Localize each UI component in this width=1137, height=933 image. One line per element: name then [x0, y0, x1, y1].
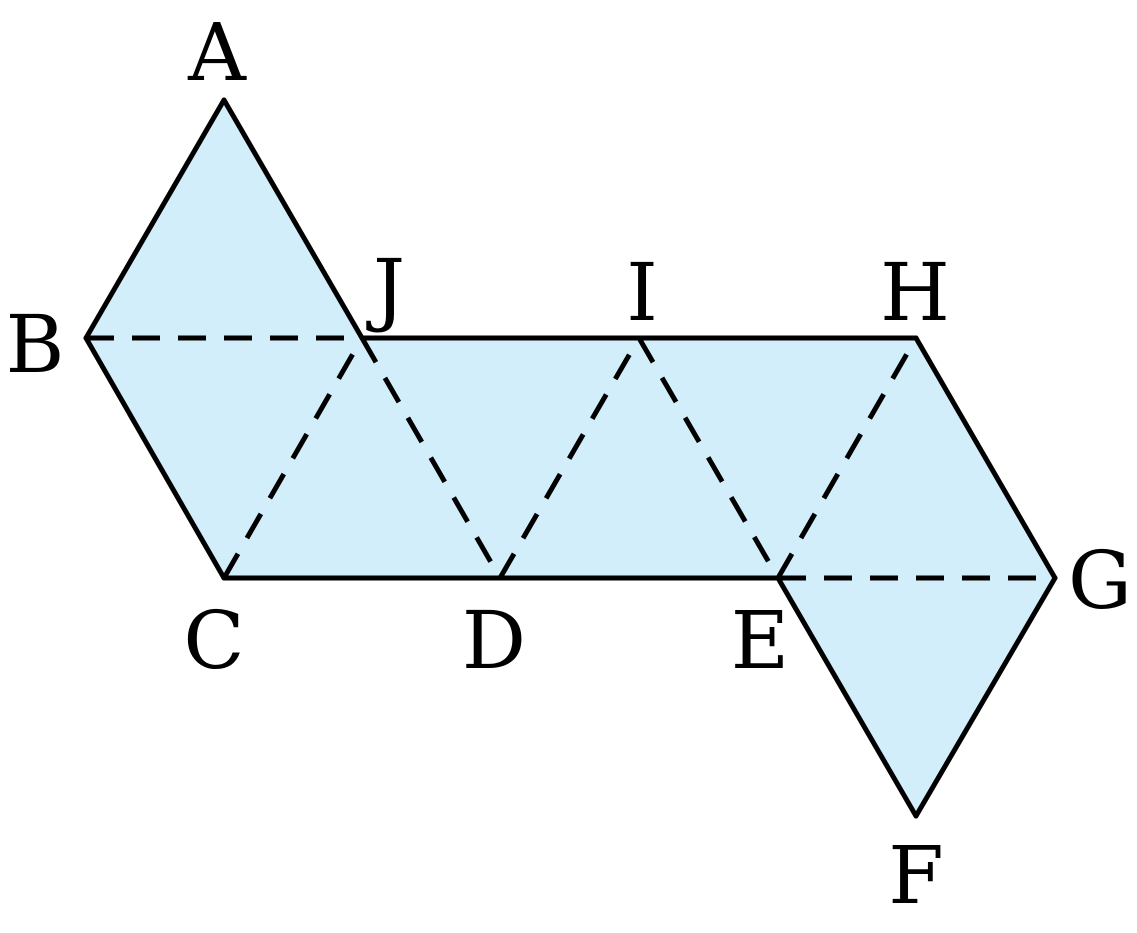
fold-d-i: [497, 336, 642, 580]
label-a: A: [187, 6, 247, 99]
fold-i-e: [636, 336, 781, 580]
edge-b-c: [83, 335, 227, 581]
edge-h-g: [913, 335, 1058, 581]
label-d: D: [462, 594, 526, 687]
label-g: G: [1068, 534, 1132, 627]
edge-g-f: [913, 575, 1058, 819]
edge-a-b: [83, 97, 227, 341]
edge-a-j: [221, 97, 365, 341]
label-j: J: [366, 242, 405, 335]
edge-f-e: [775, 575, 919, 819]
fold-c-j: [221, 336, 365, 580]
label-i: I: [626, 246, 658, 339]
vertex-labels: A B C D E F G H I J: [6, 6, 1132, 922]
fold-e-h: [775, 336, 919, 580]
label-e: E: [731, 594, 789, 687]
dashed-folds: [86, 335, 1055, 581]
label-f: F: [888, 829, 944, 922]
fold-j-d: [359, 336, 503, 580]
label-c: C: [183, 594, 244, 687]
label-b: B: [6, 298, 65, 391]
label-h: H: [880, 246, 950, 339]
